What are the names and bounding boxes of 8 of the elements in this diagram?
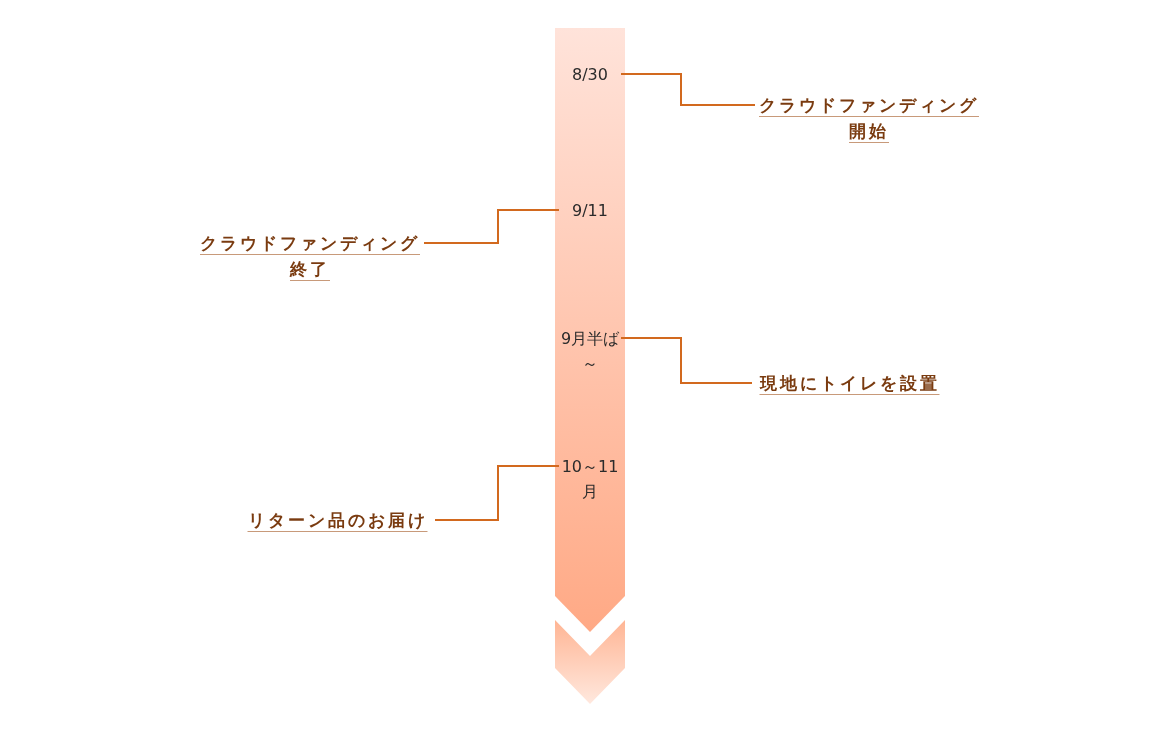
date-label: 10～11月	[559, 454, 621, 504]
leader-line	[423, 209, 560, 244]
date-label: 9月半ば～	[559, 326, 621, 376]
leader-line	[620, 73, 756, 106]
date-label: 8/30	[559, 62, 621, 87]
date-label: 9/11	[559, 198, 621, 223]
leader-line	[434, 465, 560, 521]
leader-line	[620, 337, 753, 384]
